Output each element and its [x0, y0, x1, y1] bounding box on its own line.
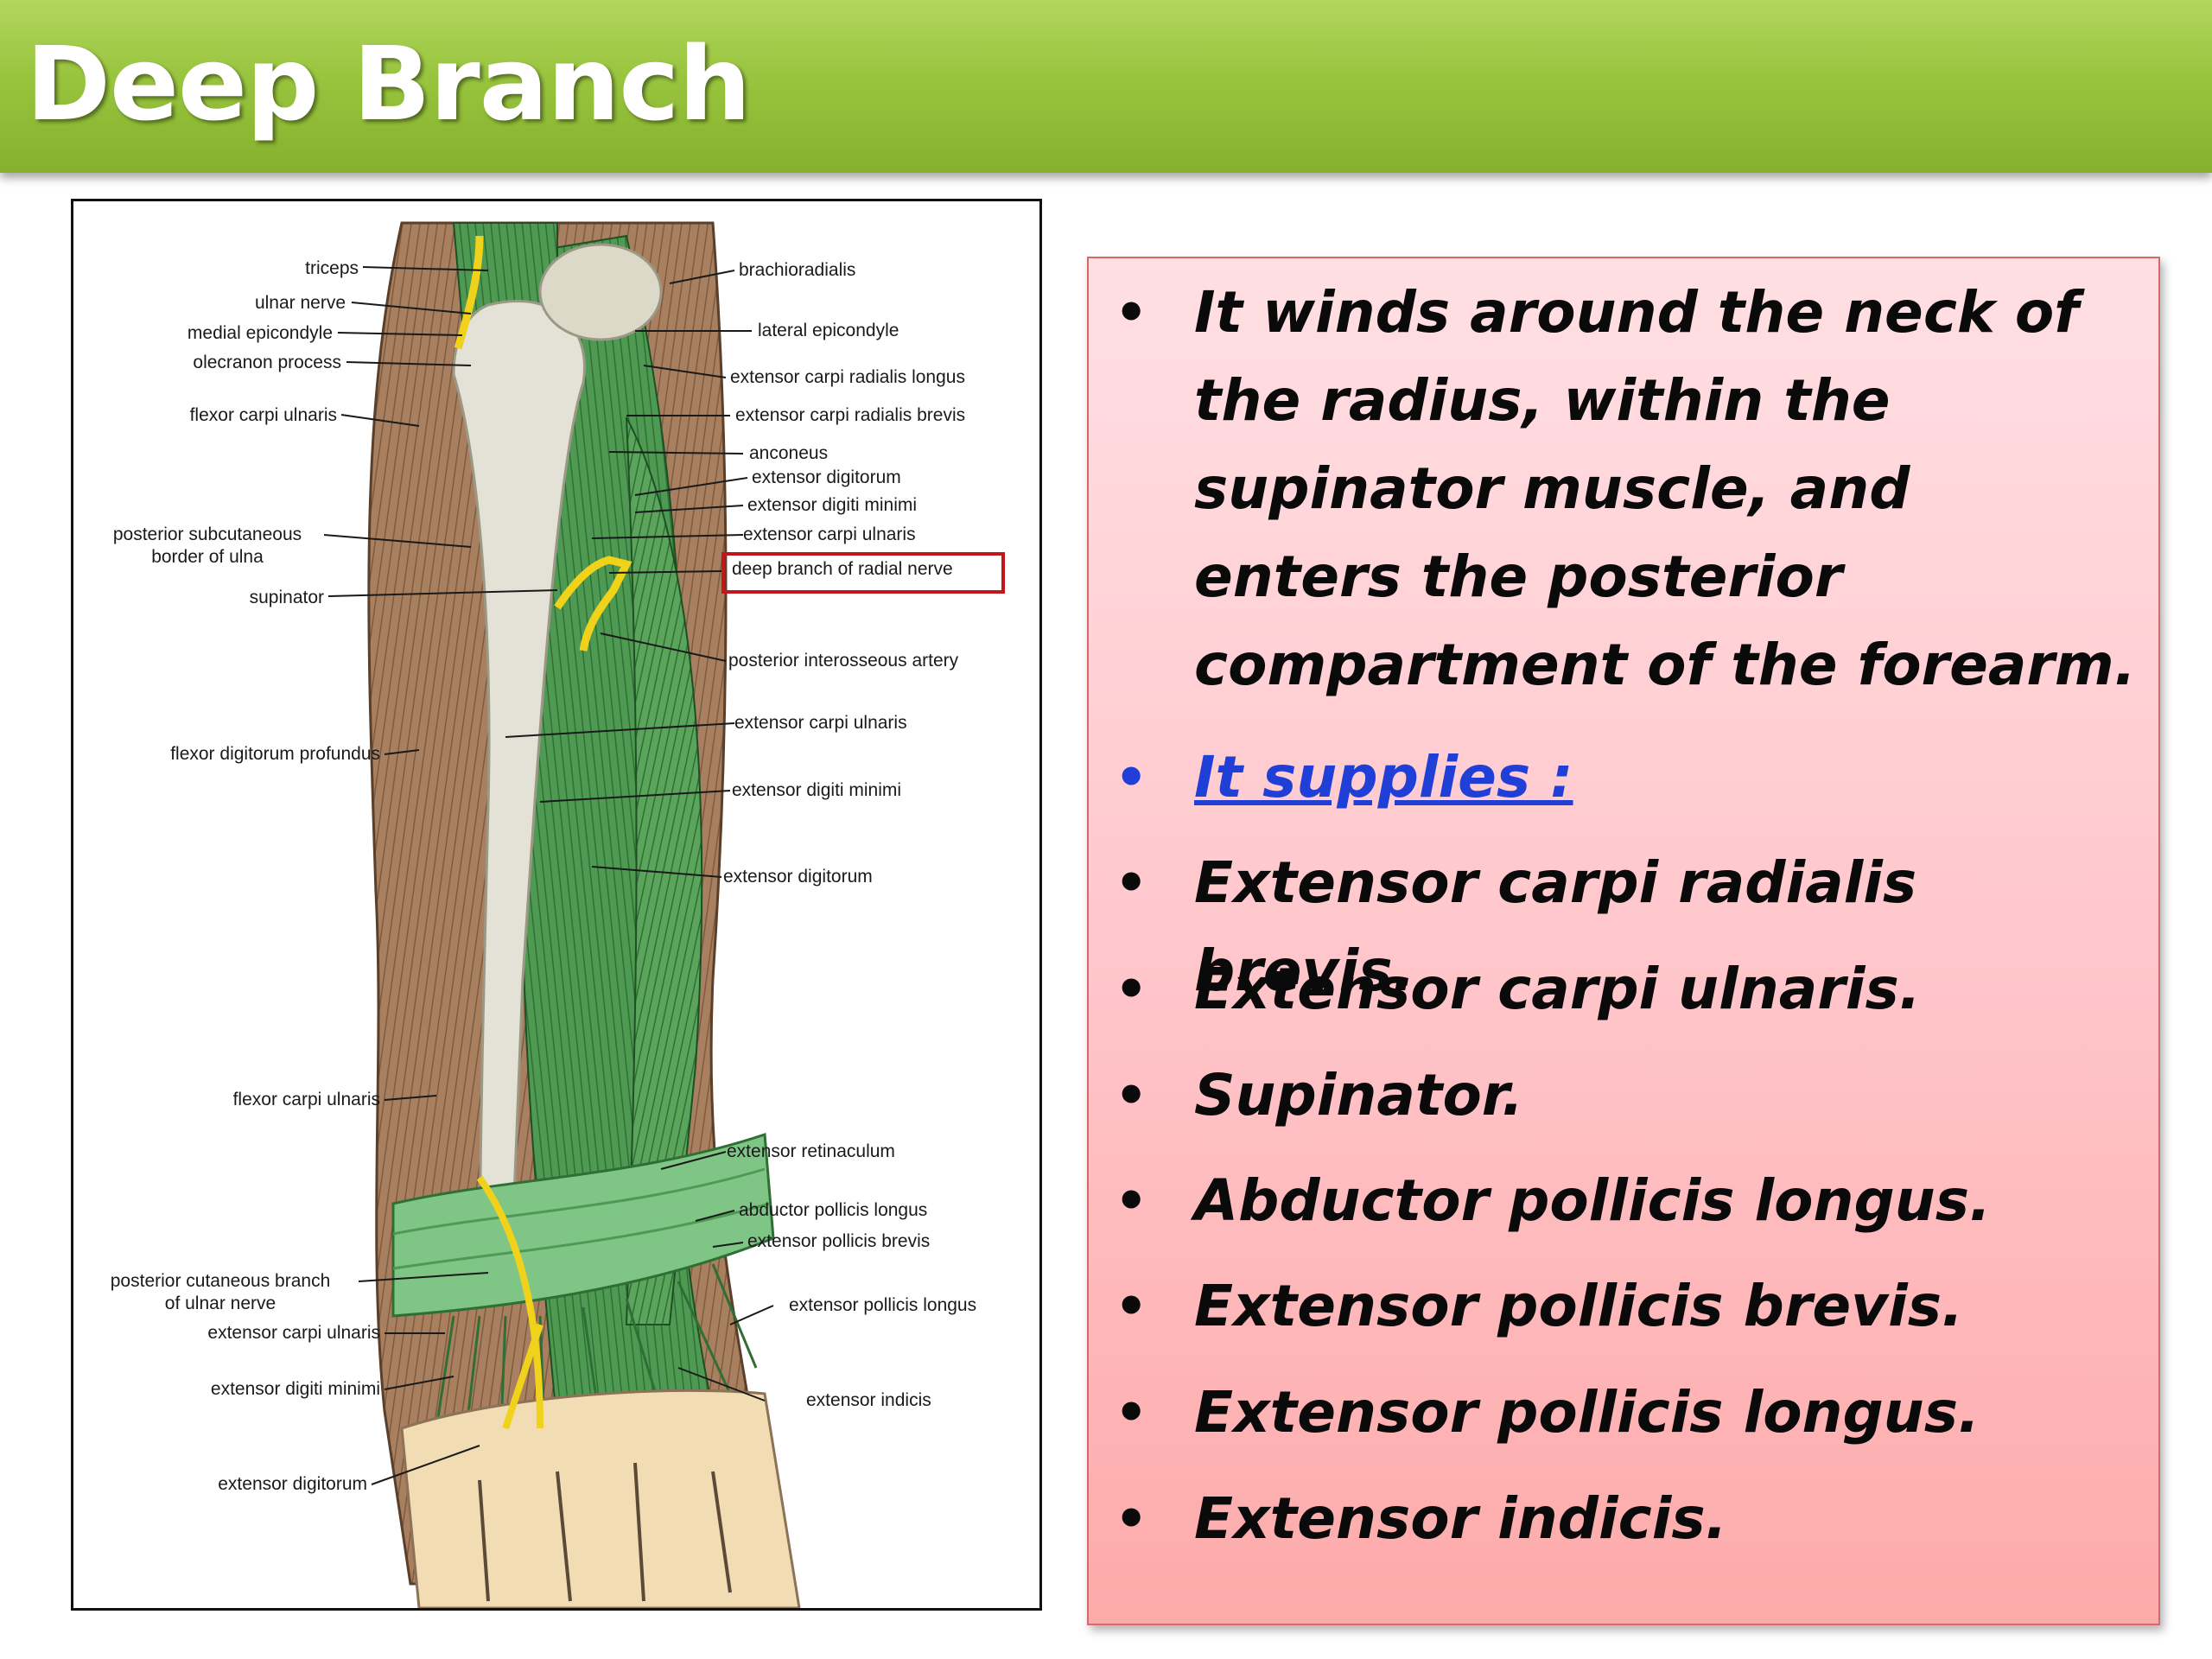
bullet-dot: • — [1115, 1382, 1148, 1443]
label-extensor-digitorum-left: extensor digitorum — [218, 1474, 367, 1494]
label-extensor-carpi-radialis-longus: extensor carpi radialis longus — [730, 367, 965, 387]
label-extensor-carpi-ulnaris-mid: extensor carpi ulnaris — [734, 713, 907, 733]
bullet-dot: • — [1115, 1171, 1148, 1231]
label-extensor-digitorum-mid: extensor digitorum — [723, 867, 873, 887]
label-posterior-interosseous-artery: posterior interosseous artery — [728, 651, 959, 671]
label-extensor-carpi-ulnaris-left: extensor carpi ulnaris — [207, 1323, 380, 1343]
bullet-dot: • — [1115, 1276, 1148, 1337]
label-flexor-carpi-ulnaris-bottom: flexor carpi ulnaris — [232, 1090, 380, 1109]
anatomy-figure: triceps ulnar nerve medial epicondyle ol… — [71, 199, 1042, 1611]
supplies-link[interactable]: It supplies : — [1194, 744, 1573, 810]
title-bar: Deep Branch — [0, 0, 2212, 173]
forearm-illustration — [323, 221, 801, 1608]
bullet-text: Extensor pollicis brevis. — [1194, 1273, 1964, 1339]
bullet-text: Extensor carpi radialis brevis. — [1194, 849, 1917, 1004]
label-extensor-pollicis-longus: extensor pollicis longus — [789, 1295, 977, 1315]
label-ulnar-nerve: ulnar nerve — [254, 293, 346, 313]
label-border-of-ulna: border of ulna — [151, 547, 264, 567]
bullet-text: Extensor indicis. — [1194, 1485, 1727, 1552]
label-extensor-carpi-radialis-brevis: extensor carpi radialis brevis — [735, 405, 966, 425]
bullet-dot: • — [1115, 853, 1148, 913]
text-panel: • It winds around the neck of the radius… — [1087, 257, 2160, 1625]
label-extensor-digiti-minimi-top: extensor digiti minimi — [747, 495, 918, 515]
deep-branch-highlight-box — [721, 552, 1005, 594]
label-supinator: supinator — [249, 588, 324, 607]
label-extensor-pollicis-brevis: extensor pollicis brevis — [747, 1231, 931, 1251]
bullet-dot: • — [1115, 1489, 1148, 1549]
label-posterior-subcutaneous: posterior subcutaneous — [112, 524, 302, 544]
bullet-text: Extensor pollicis longus. — [1194, 1379, 1980, 1446]
label-extensor-indicis: extensor indicis — [806, 1390, 931, 1410]
label-extensor-retinaculum: extensor retinaculum — [727, 1141, 895, 1161]
label-lateral-epicondyle: lateral epicondyle — [758, 321, 899, 340]
label-of-ulnar-nerve: of ulnar nerve — [164, 1294, 276, 1313]
label-anconeus: anconeus — [749, 443, 829, 463]
label-posterior-cutaneous-branch: posterior cutaneous branch — [110, 1271, 331, 1291]
label-olecranon-process: olecranon process — [193, 353, 341, 372]
bullet-text: Extensor carpi ulnaris. — [1194, 956, 1921, 1022]
bullet-text: Supinator. — [1194, 1062, 1524, 1128]
label-deep-branch-radial-nerve: deep branch of radial nerve — [732, 559, 953, 579]
label-extensor-digiti-minimi-left: extensor digiti minimi — [210, 1379, 380, 1399]
label-brachioradialis: brachioradialis — [739, 260, 856, 280]
label-extensor-digiti-minimi-mid: extensor digiti minimi — [732, 780, 902, 800]
bullet-text: Abductor pollicis longus. — [1194, 1167, 1992, 1234]
label-triceps: triceps — [305, 258, 359, 278]
label-abductor-pollicis-longus: abductor pollicis longus — [739, 1200, 928, 1220]
label-medial-epicondyle: medial epicondyle — [187, 323, 333, 343]
label-flexor-digitorum-profundus: flexor digitorum profundus — [170, 744, 380, 764]
slide-title: Deep Branch — [26, 24, 751, 143]
label-flexor-carpi-ulnaris-top: flexor carpi ulnaris — [189, 405, 337, 425]
label-extensor-digitorum-top: extensor digitorum — [752, 467, 901, 487]
bullet-dot: • — [1115, 283, 1148, 343]
bullet-text: It winds around the neck of the radius, … — [1194, 279, 2136, 698]
bullet-dot: • — [1115, 959, 1148, 1020]
label-extensor-carpi-ulnaris-top: extensor carpi ulnaris — [743, 524, 916, 544]
bullet-dot: • — [1115, 1065, 1148, 1126]
bullet-dot: • — [1115, 747, 1148, 808]
